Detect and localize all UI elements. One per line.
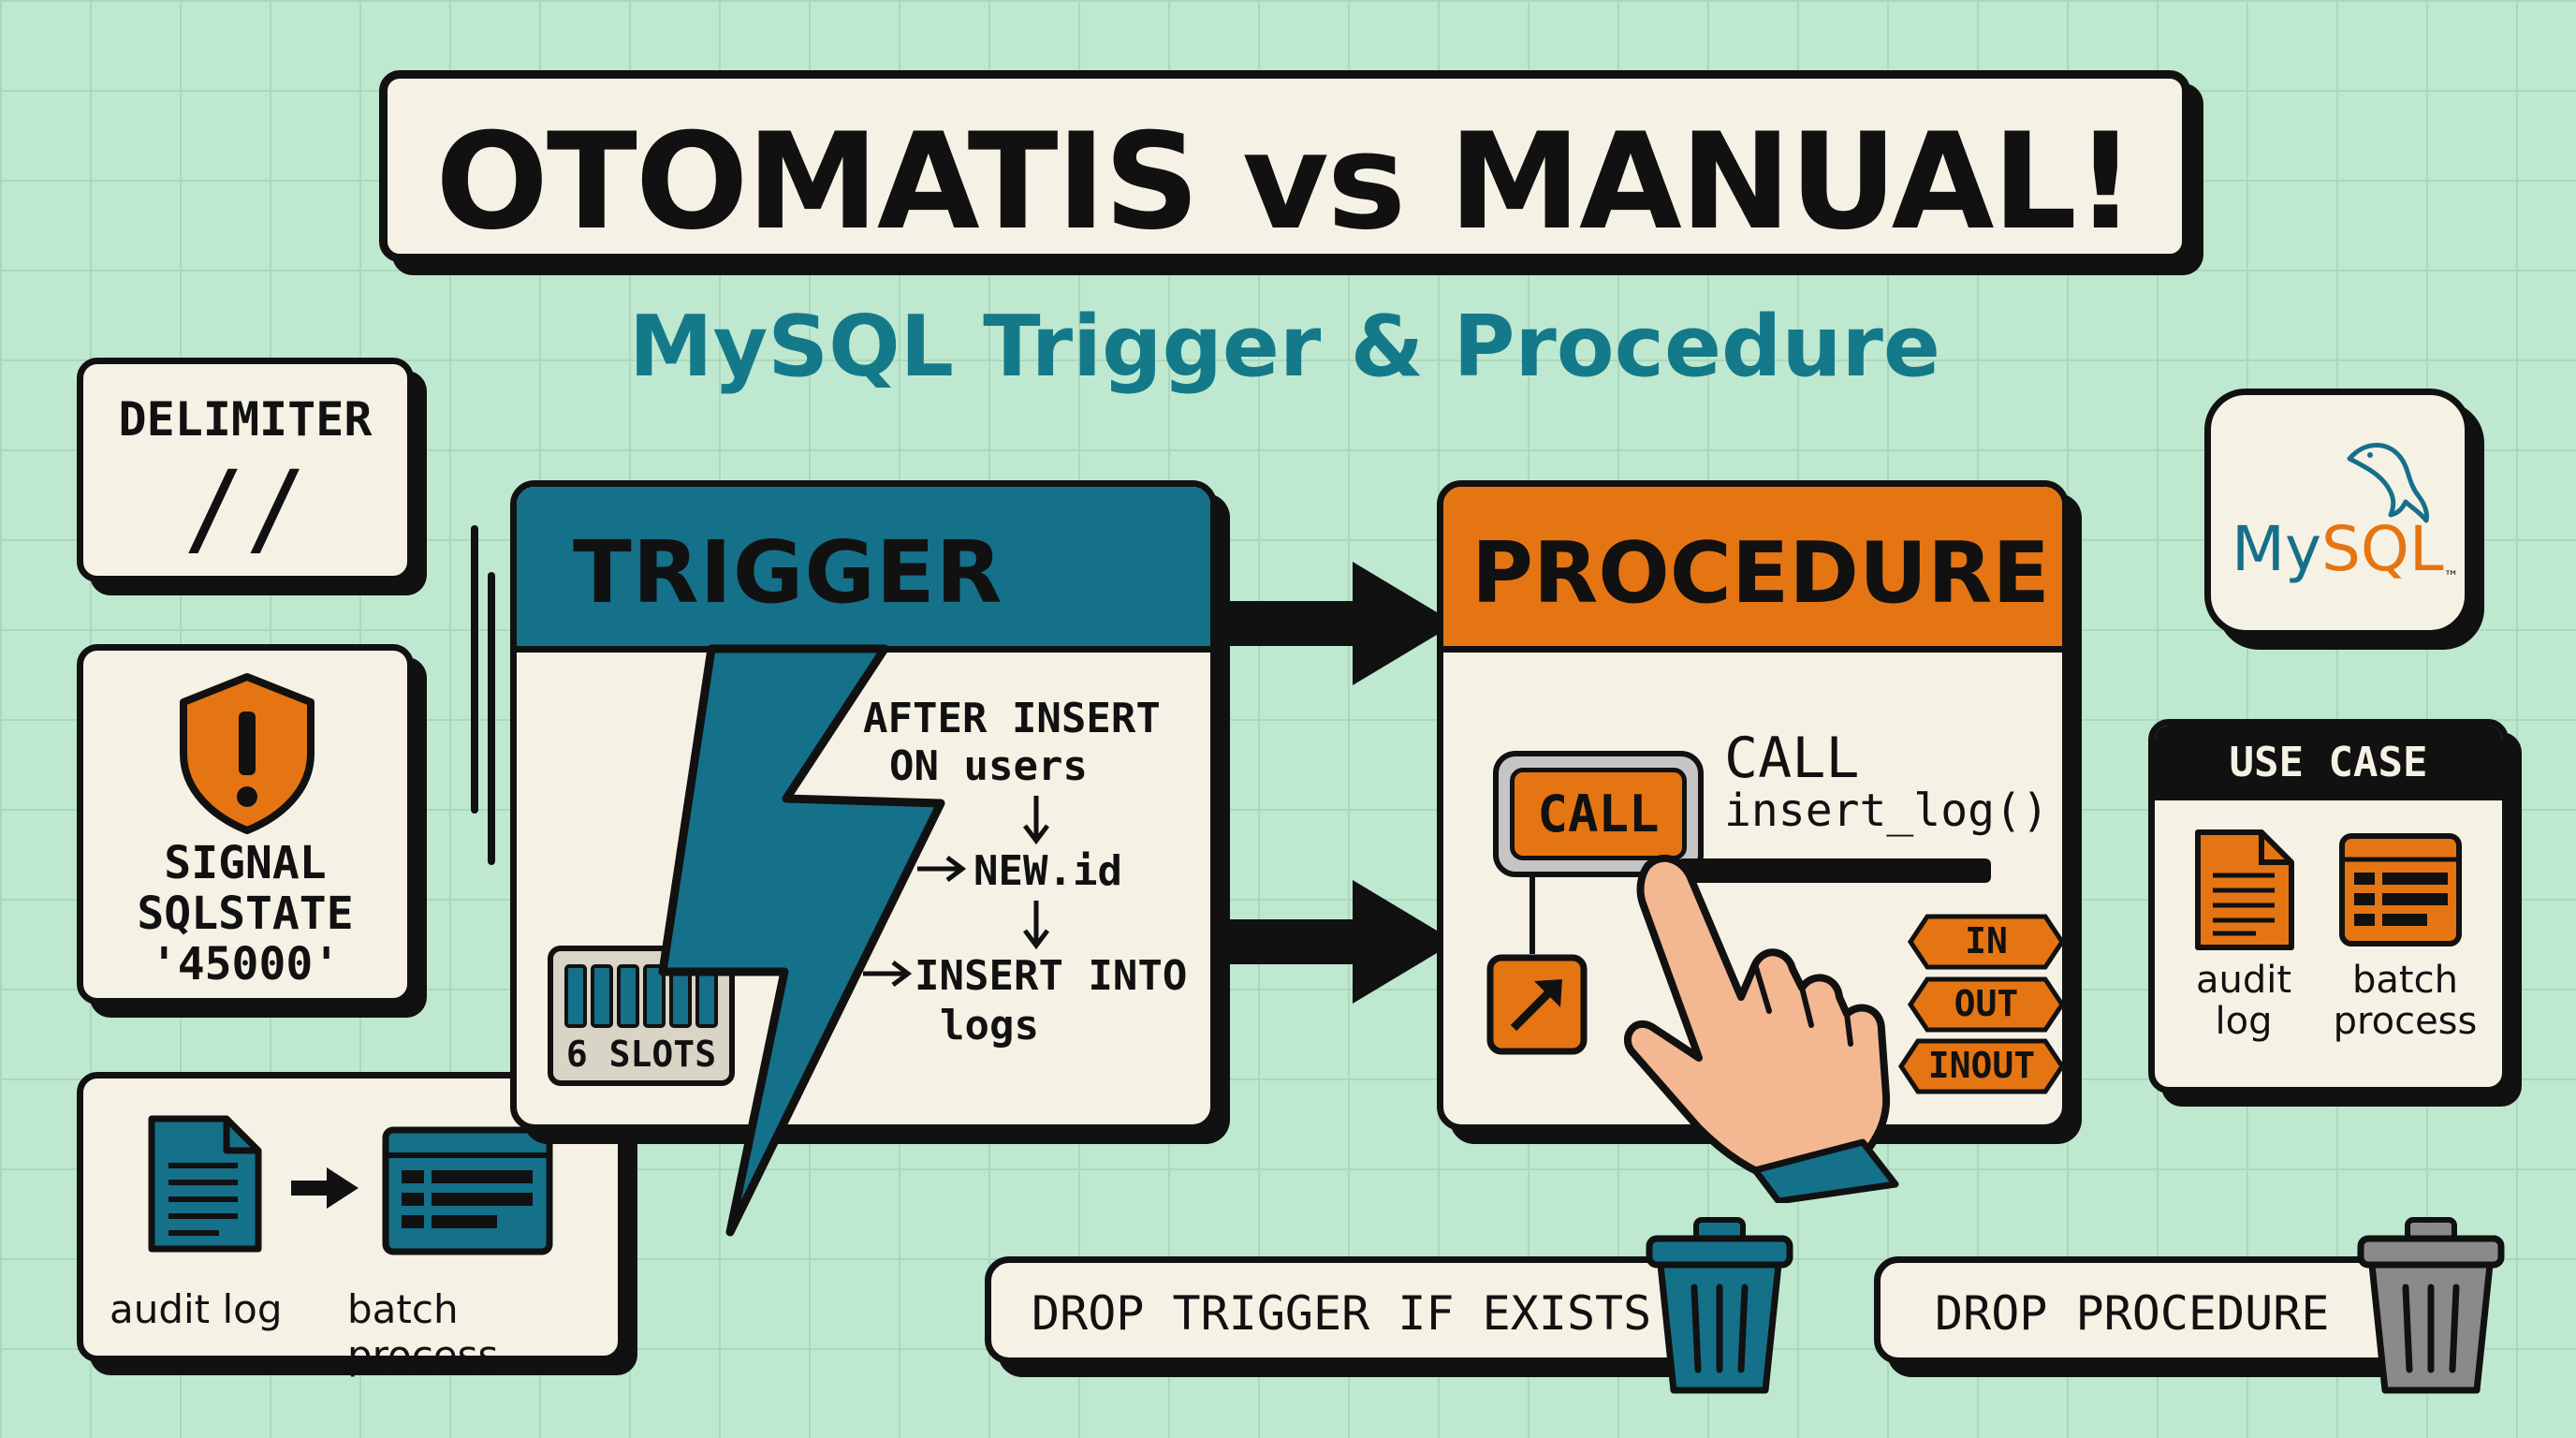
param-in: IN xyxy=(1965,920,2008,961)
audit-document-icon xyxy=(2195,829,2294,950)
drop-trigger-label: DROP TRIGGER IF EXISTS xyxy=(1032,1286,1652,1341)
param-in-badge xyxy=(1907,914,2062,970)
use-case-batch-line-2: process xyxy=(2333,1000,2478,1043)
mysql-wordmark: MySQL™ xyxy=(2232,513,2459,585)
pointing-hand-icon xyxy=(1624,854,1899,1203)
use-case-title: USE CASE xyxy=(2229,739,2428,786)
procedure-title: PROCEDURE xyxy=(1471,524,2050,623)
call-keyword: CALL xyxy=(1724,726,1860,791)
trigger-flow-1: AFTER INSERT xyxy=(863,695,1161,742)
dolphin-icon xyxy=(2347,443,2429,523)
signal-line-2: SQLSTATE xyxy=(137,888,354,940)
batch-process-label: batch process xyxy=(347,1286,499,1378)
arrow-down-icon xyxy=(1023,796,1049,845)
drop-procedure-label: DROP PROCEDURE xyxy=(1935,1286,2330,1341)
param-out-badge xyxy=(1907,976,2062,1033)
mysql-my: My xyxy=(2232,513,2322,585)
speed-lines xyxy=(471,525,495,865)
audit-log-label: audit log xyxy=(110,1286,283,1332)
use-case-batch: batch process xyxy=(2319,960,2492,1042)
trigger-flow-5: logs xyxy=(940,1002,1039,1049)
procedure-header: PROCEDURE xyxy=(1443,487,2062,653)
call-underline xyxy=(1677,858,1991,883)
trigger-flow-2: ON users xyxy=(889,742,1088,790)
call-button[interactable]: CALL xyxy=(1510,768,1687,860)
slots-icon xyxy=(564,964,718,1028)
mysql-sql: SQL xyxy=(2321,513,2444,585)
param-out: OUT xyxy=(1954,983,2019,1024)
arrow-right-small-icon xyxy=(863,961,912,987)
drop-procedure-card[interactable]: DROP PROCEDURE xyxy=(1874,1256,2454,1364)
trash-icon-grey[interactable] xyxy=(2351,1212,2510,1400)
call-function: insert_log() xyxy=(1724,785,2049,837)
trigger-flow-4: INSERT INTO xyxy=(915,952,1188,1000)
shield-warning-icon xyxy=(180,673,315,834)
use-case-card: USE CASE audit log batch process xyxy=(2148,719,2509,1093)
signal-line-3: '45000' xyxy=(150,938,341,990)
page-subtitle: MySQL Trigger & Procedure xyxy=(629,298,1940,396)
param-inout-badge xyxy=(1897,1038,2062,1094)
delimiter-symbol: // xyxy=(183,448,308,568)
lightning-bolt-icon xyxy=(658,644,945,1237)
use-case-header: USE CASE xyxy=(2155,726,2502,800)
bottom-arrow xyxy=(1217,880,1456,1004)
trigger-header: TRIGGER xyxy=(517,487,1210,653)
arrow-down-icon xyxy=(1023,901,1049,950)
page-title: OTOMATIS vs MANUAL! xyxy=(435,105,2136,259)
trash-icon-teal[interactable] xyxy=(1640,1212,1799,1400)
arrow-right-small-icon xyxy=(917,856,966,882)
signal-line-1: SIGNAL xyxy=(164,837,327,889)
call-button-frame: CALL xyxy=(1493,751,1704,877)
trigger-flow-3: NEW.id xyxy=(973,847,1122,895)
mysql-tm: ™ xyxy=(2443,567,2459,585)
trigger-title: TRIGGER xyxy=(573,522,1003,623)
batch-window-icon xyxy=(382,1126,553,1255)
delimiter-card: DELIMITER // xyxy=(77,358,414,582)
use-case-audit: audit log xyxy=(2174,960,2314,1042)
delimiter-label: DELIMITER xyxy=(118,392,373,447)
use-case-audit-line-2: log xyxy=(2215,1000,2273,1043)
drop-trigger-card[interactable]: DROP TRIGGER IF EXISTS xyxy=(985,1256,1696,1364)
top-arrow xyxy=(1217,562,1456,685)
slots-label: 6 SLOTS xyxy=(565,1034,717,1075)
mysql-logo-card: MySQL™ xyxy=(2204,389,2471,637)
batch-window-icon xyxy=(2339,833,2462,946)
signal-text: SIGNAL SQLSTATE '45000' xyxy=(83,838,407,990)
connector-line xyxy=(1530,877,1535,954)
param-inout: INOUT xyxy=(1927,1045,2036,1086)
document-icon xyxy=(148,1115,262,1253)
signal-card: SIGNAL SQLSTATE '45000' xyxy=(77,644,414,1005)
trigger-card: TRIGGER AFTER INSERT ON users NEW.id INS… xyxy=(510,480,1217,1131)
use-case-audit-line-1: audit xyxy=(2195,959,2292,1002)
flow-arrows xyxy=(1217,562,1456,1004)
execute-arrow-icon xyxy=(1486,954,1588,1055)
arrow-right-icon xyxy=(291,1167,359,1209)
use-case-batch-line-1: batch xyxy=(2352,959,2458,1002)
title-card: OTOMATIS vs MANUAL! xyxy=(379,70,2190,262)
